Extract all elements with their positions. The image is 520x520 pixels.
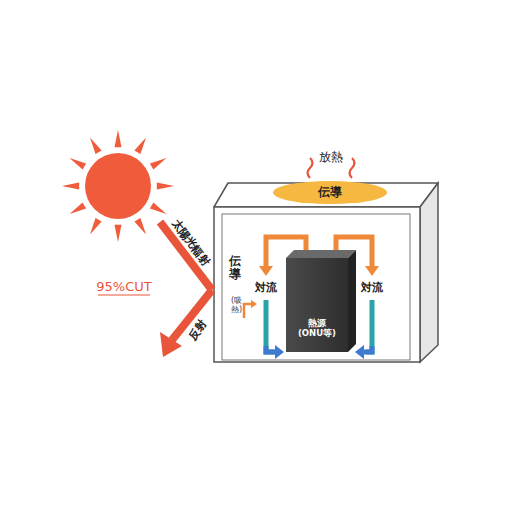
ellipse-fill: [273, 181, 387, 204]
arrow-head: [365, 266, 379, 276]
sun-ray: [134, 218, 146, 235]
sun-ray: [134, 138, 146, 155]
heat-source-front: [286, 258, 348, 352]
sun-ray: [70, 202, 87, 214]
sun-ray: [70, 158, 87, 170]
arrow-head: [259, 266, 273, 276]
housing-inner-wall: [222, 214, 410, 360]
heat-wave: [350, 158, 355, 178]
convection-arrow: [266, 300, 276, 352]
sun-ray: [90, 218, 102, 235]
sun-icon: [62, 130, 174, 242]
sun-ray: [114, 130, 121, 147]
node-text: (ONU等): [286, 329, 348, 339]
sun-ray: [150, 202, 167, 214]
sun-ray: [150, 158, 167, 170]
cut-rate-label: 95%CUT: [96, 280, 151, 294]
convection-arrow: [266, 237, 306, 268]
heat-source-box: 熱源(ONU等): [286, 258, 348, 352]
node-text: 熱源: [286, 319, 348, 329]
arrow-head: [160, 332, 182, 357]
absorb-arrow: [244, 304, 252, 318]
conduction-ellipse: 伝導: [272, 180, 388, 205]
heat-wave: [308, 158, 313, 178]
housing-side: [420, 183, 438, 362]
sun-disc: [85, 153, 151, 219]
underline: [98, 295, 150, 296]
convection-arrow: [336, 237, 372, 268]
heat-release-label: 放熱: [319, 151, 343, 164]
sun-ray: [114, 225, 121, 242]
housing-front: [214, 207, 420, 362]
sun-ray: [90, 138, 102, 155]
wall-conduction-label: 伝導: [229, 255, 241, 281]
convection-arrow: [366, 300, 372, 352]
arrow-head: [355, 345, 364, 359]
convection-label: 対流: [255, 281, 277, 295]
heat-source-top: [286, 250, 356, 258]
heat-source-side: [348, 250, 356, 352]
sun-ray: [157, 182, 174, 189]
arrow-head: [251, 300, 257, 308]
node-text: 伝導: [272, 186, 388, 200]
absorb-label: (吸熱): [231, 297, 239, 315]
arrow-head: [275, 345, 284, 359]
convection-label: 対流: [361, 281, 383, 295]
convection-arrow: [266, 346, 276, 352]
sun-ray: [62, 182, 79, 189]
